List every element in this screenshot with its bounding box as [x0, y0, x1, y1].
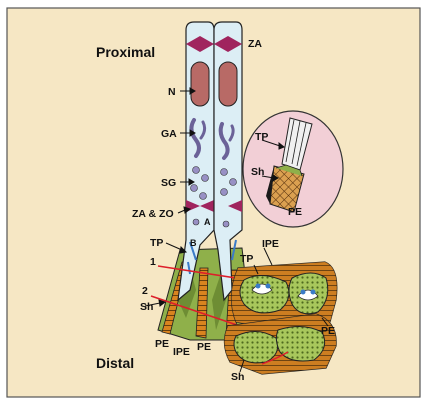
label-n: N: [168, 86, 176, 98]
label-b: B: [190, 238, 197, 248]
label-a: A: [204, 217, 211, 227]
nucleus-right: [218, 61, 238, 107]
cs-label-tp: TP: [240, 253, 253, 265]
label-2: 2: [142, 285, 148, 297]
pointer-arrows: [144, 87, 196, 307]
golgi-right: [218, 122, 230, 160]
cross-section-lower: [223, 313, 337, 375]
label-bottom-pe-1: PE: [155, 338, 169, 350]
nucleus-left: [190, 61, 210, 107]
cross-section-pointers: [239, 247, 329, 373]
label-ga: GA: [161, 128, 177, 140]
label-za-zo: ZA & ZO: [132, 208, 174, 220]
inset-pointers: [261, 139, 285, 182]
cross-section-upper: [230, 261, 338, 331]
cs-label-sh: Sh: [231, 371, 244, 383]
cs-label-ipe: IPE: [262, 238, 279, 250]
inset-label-tp: TP: [255, 131, 268, 143]
golgi-left: [189, 118, 201, 158]
cs-label-pe: PE: [321, 325, 335, 337]
label-bottom-ipe: IPE: [173, 346, 190, 358]
label-za: ZA: [248, 38, 262, 50]
label-1: 1: [150, 256, 156, 268]
rod-inset: [242, 110, 344, 228]
ameloblast-cell-right: [213, 21, 243, 302]
label-tp: TP: [150, 237, 163, 249]
label-distal: Distal: [96, 355, 134, 371]
label-sg: SG: [161, 177, 176, 189]
label-sh: Sh: [140, 301, 153, 313]
label-bottom-pe-2: PE: [197, 341, 211, 353]
inset-label-pe: PE: [288, 206, 302, 218]
inset-label-sh: Sh: [251, 166, 264, 178]
label-proximal: Proximal: [96, 44, 155, 60]
